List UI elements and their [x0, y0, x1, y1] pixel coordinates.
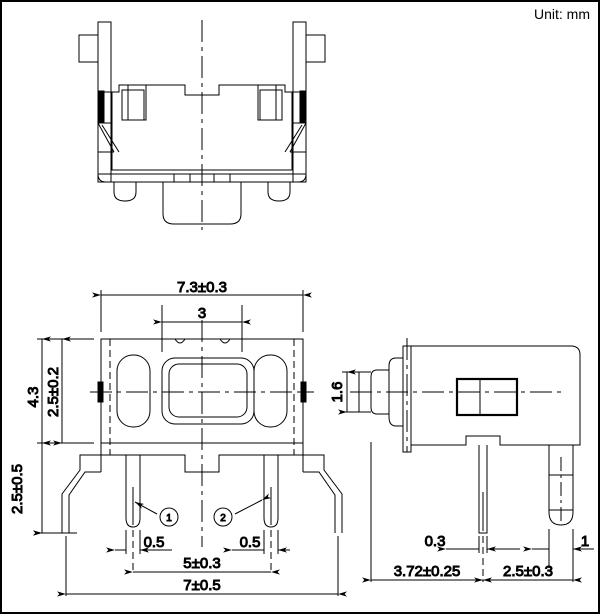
dim-label-pin-width-left: 0.5 [144, 534, 165, 551]
top-view-right-rounded-tab [267, 182, 291, 202]
dim-label-overall-height: 4.3 [25, 387, 42, 408]
front-view-terminal-pin-2 [263, 455, 279, 528]
callout-1-leader [134, 501, 158, 515]
dim-label-lead-length: 2.5±0.5 [9, 464, 26, 514]
callout-1-circle [159, 507, 179, 527]
dim-label-pin-offset: 2.5±0.3 [503, 563, 553, 580]
front-view-right-contact-pad [300, 381, 307, 403]
side-view-body-outline [410, 345, 581, 446]
dim-label-pin-thickness: 0.3 [425, 533, 446, 550]
side-view-left-flange [402, 345, 412, 453]
top-view-right-slot-inner [257, 84, 277, 121]
top-view-left-slot-inner [127, 84, 147, 121]
top-view-left-slot-outer [121, 89, 145, 121]
dim-label-actuator-height: 1.6 [329, 382, 346, 403]
front-view-right-mount-leg-2 [303, 471, 336, 533]
side-view-contact-block [455, 377, 519, 417]
front-view-left-mount-leg [61, 454, 101, 533]
top-view-left-rounded-tab [113, 182, 137, 202]
top-view-right-bracket-tab [305, 34, 326, 63]
top-view-center-plunger [162, 182, 242, 225]
front-view-terminal-pin-1 [125, 455, 141, 528]
side-view-right-mount-tab [548, 445, 574, 526]
front-view-left-slot [116, 354, 151, 428]
dim-label-body-depth: 3.72±0.25 [394, 563, 461, 580]
top-view-group [78, 20, 326, 230]
front-view-dimple-right [219, 338, 231, 344]
top-view-left-diagonal-rib-2 [97, 122, 115, 153]
dim-label-lead-span: 7±0.5 [183, 577, 220, 594]
side-view-group: 1.6 0.3 1 3.72±0.25 2.5±0.3 [329, 338, 594, 583]
front-view-right-slot [253, 354, 288, 428]
top-view-body-outer-outline [97, 84, 307, 183]
top-view-right-contact-pad [299, 90, 307, 124]
dim-label-body-height: 2.5±0.2 [45, 367, 62, 417]
dim-label-pin-width-right: 0.5 [240, 534, 261, 551]
front-view-group: 1 2 [9, 279, 347, 597]
top-view-right-diagonal-rib [284, 124, 303, 153]
top-view-left-bracket-tab [78, 34, 99, 63]
top-view-right-slot-outer [259, 89, 283, 121]
top-view-body-inner-outline [111, 91, 293, 171]
front-view-dimple-left [174, 338, 186, 344]
top-view-right-diagonal-rib-2 [289, 122, 307, 153]
callout-1-label: 1 [166, 513, 172, 524]
dim-label-pin-pitch: 5±0.3 [183, 555, 220, 572]
side-view-terminal-pin [478, 445, 488, 534]
dim-label-tab-width: 1 [581, 533, 589, 550]
callout-2-leader [234, 493, 272, 515]
top-view-left-contact-pad [97, 90, 105, 124]
top-view-left-diagonal-rib [101, 124, 120, 153]
front-view-center-window-inner [168, 363, 248, 418]
front-view-left-mount-leg-2 [68, 471, 101, 533]
unit-label: Unit: mm [534, 6, 590, 22]
dim-label-center-feature-width: 3 [198, 305, 206, 322]
callout-2-circle [213, 507, 233, 527]
front-view-center-window-outer [161, 357, 255, 425]
front-view-right-mount-leg [303, 454, 343, 533]
callout-2-label: 2 [220, 513, 226, 524]
dim-label-overall-width: 7.3±0.3 [177, 279, 227, 296]
